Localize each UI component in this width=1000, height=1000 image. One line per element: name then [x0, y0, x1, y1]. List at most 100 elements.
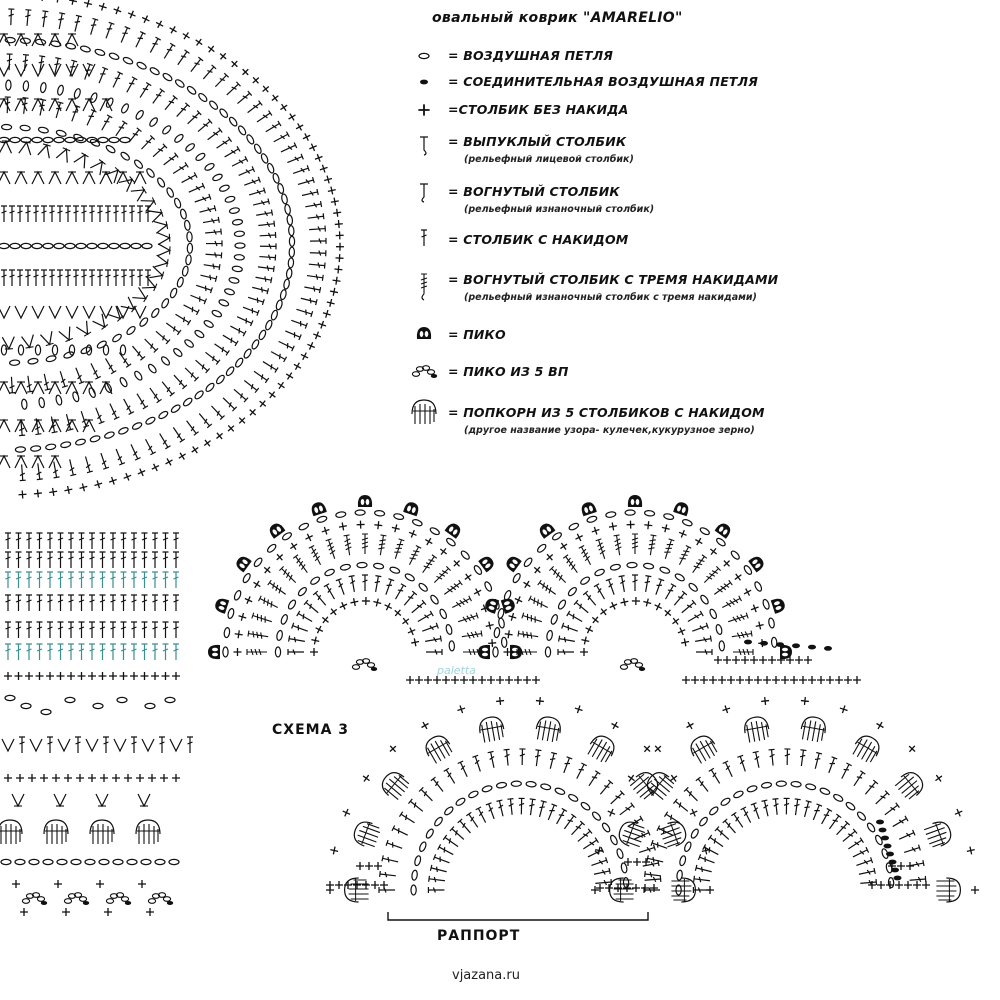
- scheme-stitch: [608, 719, 622, 732]
- scheme-stitch: [513, 675, 523, 685]
- scheme-stitch: [361, 880, 371, 890]
- oval-stitch: [161, 42, 176, 61]
- strip-stitch: [14, 551, 23, 569]
- back-post-icon: [408, 180, 448, 208]
- oval-stitch: [172, 132, 185, 145]
- strip-stitch: [40, 708, 52, 716]
- oval-stitch: [18, 463, 27, 482]
- oval-stitch: [185, 84, 198, 97]
- scheme-stitch: [699, 675, 709, 685]
- oval-stitch: [56, 369, 69, 389]
- scheme-stitch: [675, 869, 684, 882]
- scheme-stitch: [597, 779, 614, 797]
- oval-stitch: [98, 114, 113, 133]
- strip-stitch: [46, 571, 54, 589]
- oval-stitch: [204, 42, 218, 56]
- scheme-stitch: [495, 781, 508, 790]
- slip-stitch-icon: [408, 70, 448, 98]
- scheme-stitch: [334, 510, 347, 519]
- scheme-stitch: [553, 786, 567, 797]
- oval-stitch: [130, 242, 142, 250]
- strip-stitch: [56, 532, 65, 550]
- strip-stitch: [46, 594, 54, 612]
- scheme-stitch: [553, 807, 568, 826]
- oval-stitch: [288, 235, 296, 248]
- oval-stitch: [99, 171, 113, 185]
- oval-stitch: [58, 325, 76, 344]
- scheme-stitch: [750, 802, 763, 821]
- strip-stitch: [11, 879, 21, 889]
- strip-stitch: [97, 671, 108, 681]
- strip-stitch: [70, 858, 82, 866]
- picot-5-icon: [408, 360, 448, 388]
- strip-stitch: [74, 736, 82, 754]
- scheme-stitch: [736, 754, 749, 774]
- scheme-stitch: [754, 620, 766, 631]
- scheme-stitch: [583, 623, 596, 636]
- scheme-stitch: [391, 606, 405, 620]
- scheme-stitch: [690, 675, 700, 685]
- scheme-stitch: [667, 772, 680, 785]
- oval-stitch: [136, 269, 144, 287]
- oval-stitch: [184, 253, 193, 266]
- oval-stitch: [31, 242, 43, 250]
- scheme-stitch: [266, 520, 286, 539]
- oval-stitch: [291, 164, 310, 177]
- scheme-stitch: [461, 570, 475, 584]
- strip-stitch: [119, 571, 128, 589]
- scheme-stitch: [424, 827, 436, 840]
- scheme-stitch: [886, 851, 894, 857]
- oval-stitch: [65, 171, 79, 185]
- oval-stitch: [271, 130, 290, 146]
- oval-stitch: [8, 205, 16, 223]
- scheme-stitch: [428, 593, 441, 606]
- strip-stitch: [98, 594, 107, 612]
- oval-stitch: [64, 242, 76, 250]
- oval-stitch: [0, 171, 11, 185]
- scheme-stitch: [631, 596, 641, 606]
- oval-stitch: [182, 365, 200, 382]
- oval-stitch: [0, 242, 10, 250]
- strip-stitch: [105, 892, 132, 906]
- oval-stitch: [231, 386, 249, 403]
- scheme-stitch: [731, 655, 741, 665]
- scheme-stitch: [662, 512, 675, 521]
- oval-stitch: [277, 101, 290, 114]
- scheme-stitch: [771, 798, 781, 816]
- oval-stitch: [180, 29, 193, 42]
- scheme-stitch: [732, 789, 745, 800]
- oval-stitch: [88, 434, 102, 444]
- oval-stitch: [153, 218, 169, 234]
- scheme-stitch: [843, 675, 853, 685]
- scheme-stitch: [626, 561, 638, 569]
- strip-stitch: [109, 594, 117, 612]
- oval-stitch: [72, 87, 82, 100]
- oval-stitch: [99, 305, 113, 319]
- scheme-stitch: [504, 675, 514, 685]
- scheme-stitch: [589, 613, 602, 627]
- scheme-stitch: [361, 533, 369, 555]
- strip-stitch: [168, 858, 180, 866]
- oval-stitch: [265, 388, 279, 402]
- scheme-stitch: [708, 767, 723, 786]
- oval-stitch: [40, 372, 52, 391]
- scheme-stitch: [485, 802, 498, 821]
- scheme-stitch: [643, 520, 654, 531]
- oval-stitch: [136, 205, 144, 223]
- scheme-stitch: [431, 565, 452, 586]
- strip-stitch: [172, 551, 180, 569]
- scheme-stitch: [622, 876, 630, 889]
- oval-stitch: [55, 128, 68, 138]
- strip-stitch: [111, 773, 121, 783]
- legend-note: (рельефный изнаночный столбик): [464, 204, 655, 215]
- scheme-stitch: [500, 636, 508, 649]
- strip-stitch: [140, 643, 149, 661]
- chain-icon: [408, 44, 448, 72]
- scheme-stitch: [403, 500, 421, 517]
- scheme-stitch: [794, 655, 804, 665]
- oval-stitch: [120, 396, 135, 416]
- scheme-stitch: [390, 522, 402, 534]
- oval-stitch: [216, 50, 230, 63]
- oval-stitch: [246, 406, 259, 419]
- scheme-stitch: [309, 635, 321, 646]
